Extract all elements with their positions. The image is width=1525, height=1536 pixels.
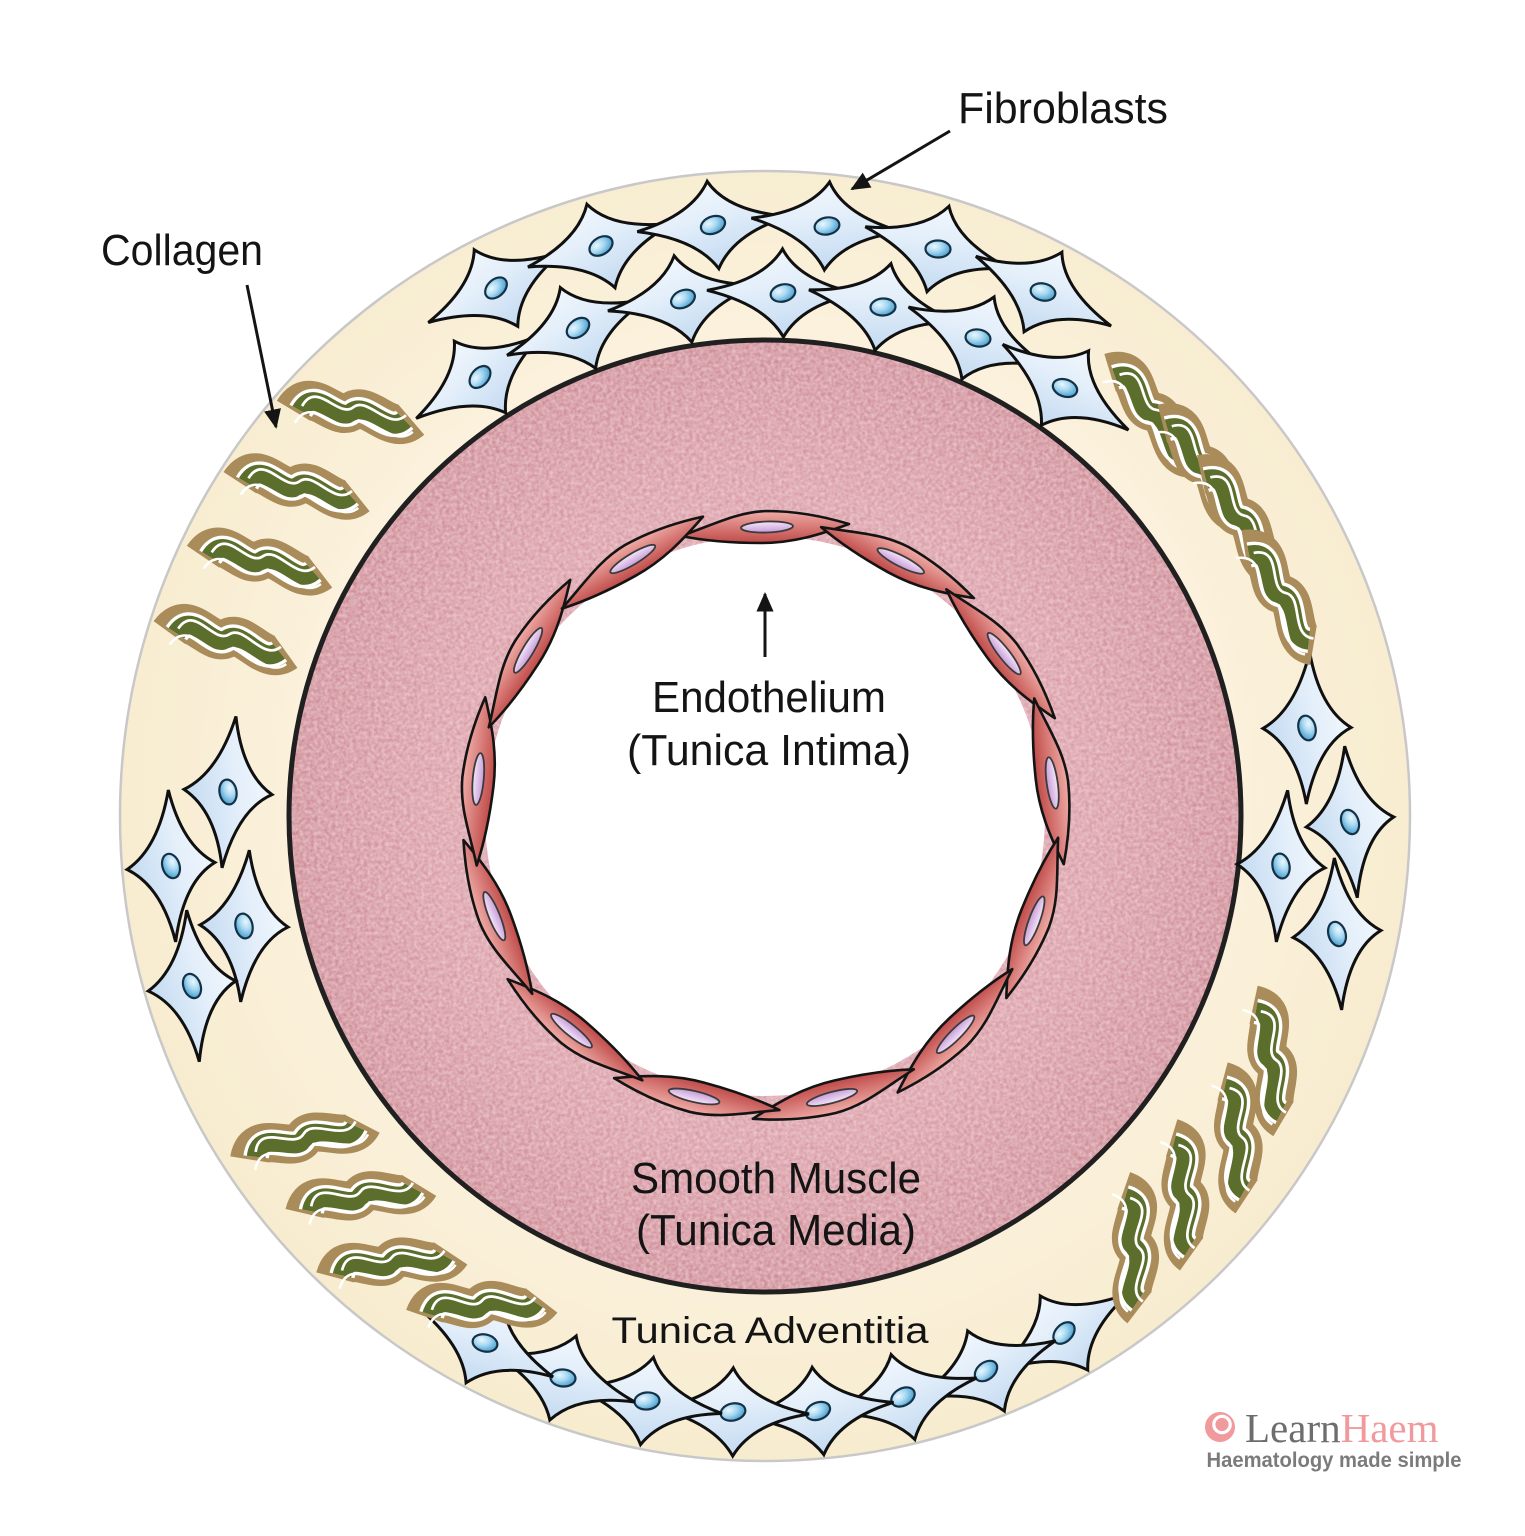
label-fibroblasts: Fibroblasts: [958, 84, 1168, 133]
logo-word-haem: Haem: [1341, 1405, 1439, 1451]
collagen-arrow: [245, 284, 281, 429]
label-smooth-muscle-line1: Smooth Muscle: [631, 1154, 921, 1203]
label-endothelium-line1: Endothelium: [652, 673, 886, 722]
logo-wordmark: LearnHaem: [1245, 1405, 1439, 1451]
fibroblasts-arrow: [850, 129, 951, 191]
label-collagen: Collagen: [101, 226, 263, 275]
label-smooth-muscle-line2: (Tunica Media): [636, 1206, 916, 1255]
logo-tagline: Haematology made simple: [1207, 1449, 1462, 1472]
vessel-lumen: [485, 536, 1045, 1096]
label-tunica-adventitia: Tunica Adventitia: [612, 1310, 929, 1351]
logo-word-learn: Learn: [1245, 1405, 1341, 1451]
label-endothelium-line2: (Tunica Intima): [627, 726, 911, 775]
logo-mark-highlight: [1212, 1414, 1232, 1435]
learnhaem-logo: LearnHaem Haematology made simple: [1205, 1405, 1462, 1472]
